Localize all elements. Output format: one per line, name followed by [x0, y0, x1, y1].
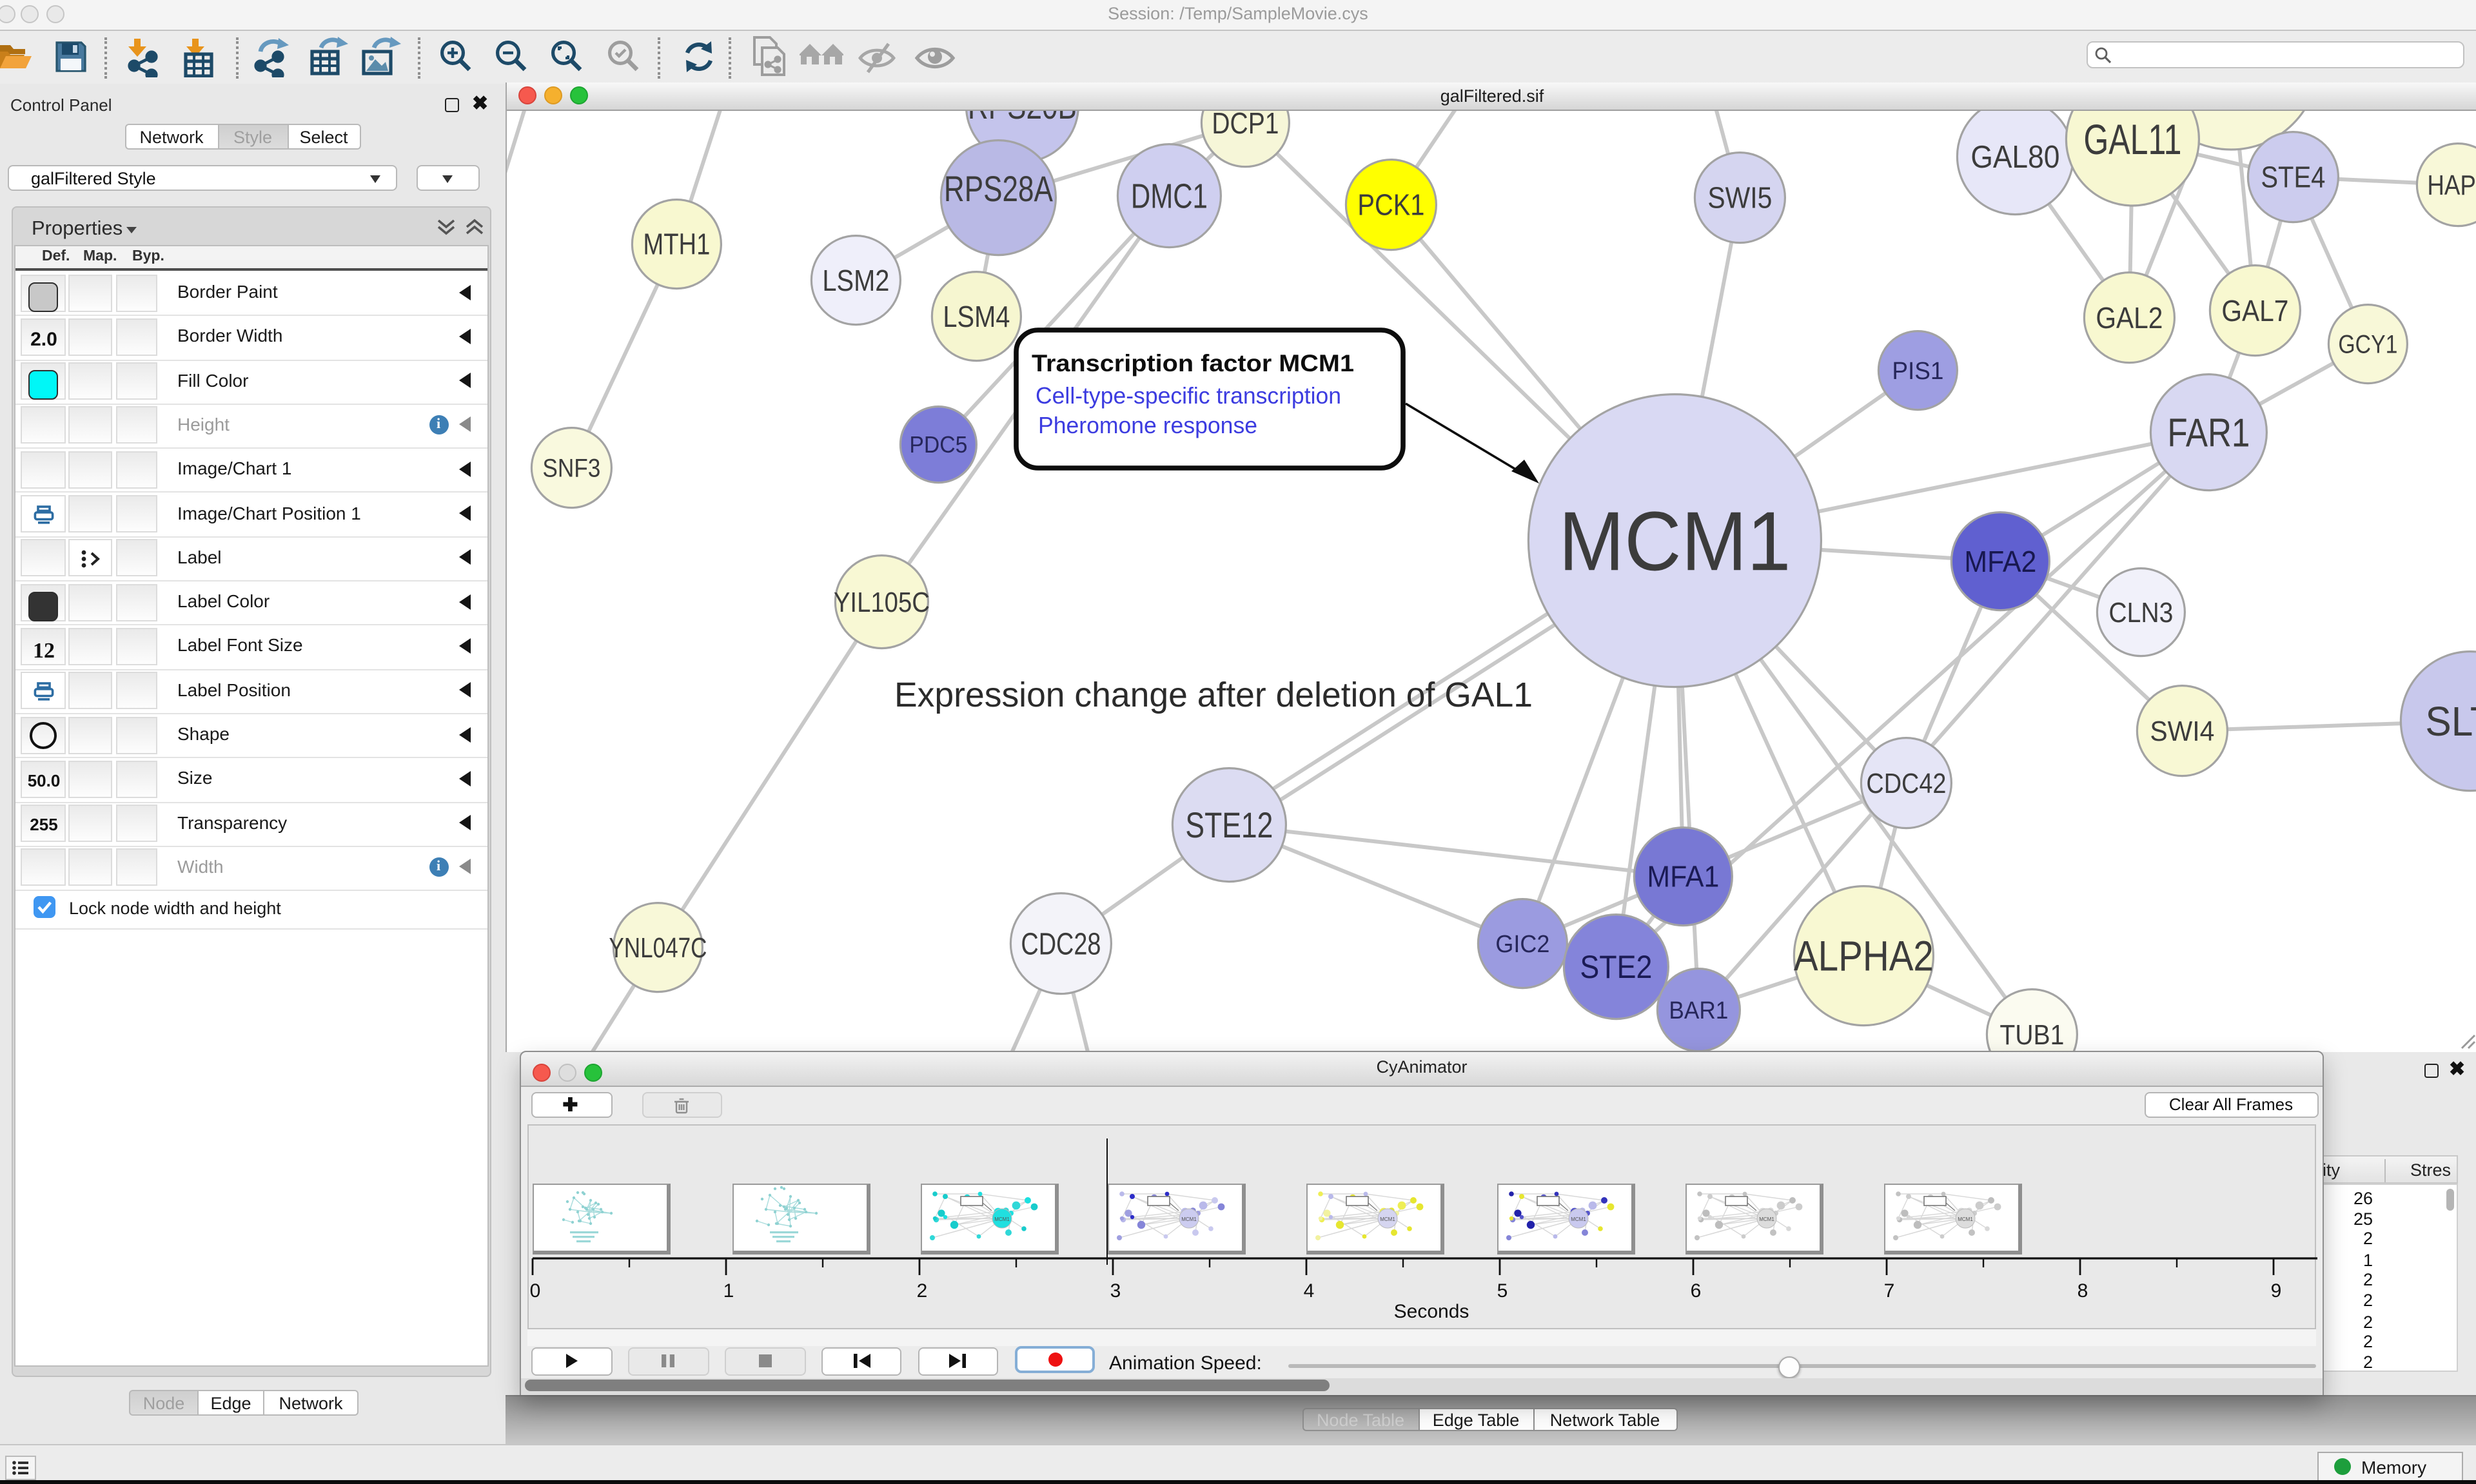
svg-text:STE12: STE12: [1185, 804, 1273, 845]
svg-text:9: 9: [2271, 1281, 2282, 1300]
svg-text:TUB1: TUB1: [1999, 1019, 2064, 1050]
svg-text:MCM1: MCM1: [1759, 1216, 1774, 1222]
svg-text:7: 7: [1884, 1281, 1895, 1300]
svg-text:PDC5: PDC5: [909, 431, 967, 457]
svg-text:RPS28A: RPS28A: [944, 168, 1054, 208]
svg-text:CDC42: CDC42: [1866, 767, 1946, 799]
svg-text:DMC1: DMC1: [1131, 176, 1208, 215]
svg-text:FAR1: FAR1: [2167, 410, 2250, 454]
svg-text:SWI4: SWI4: [2150, 715, 2214, 747]
svg-text:Expression change after deleti: Expression change after deletion of GAL1: [894, 675, 1533, 714]
svg-text:DCP1: DCP1: [1212, 110, 1279, 139]
svg-text:2: 2: [917, 1281, 928, 1300]
svg-text:STE2: STE2: [1580, 948, 1652, 984]
svg-text:5: 5: [1497, 1281, 1508, 1300]
svg-text:1: 1: [723, 1281, 734, 1300]
svg-text:Transcription factor MCM1: Transcription factor MCM1: [1032, 349, 1354, 376]
svg-text:MFA1: MFA1: [1647, 859, 1719, 893]
svg-text:0: 0: [530, 1281, 541, 1300]
svg-text:PIS1: PIS1: [1892, 357, 1943, 384]
svg-text:8: 8: [2078, 1281, 2088, 1300]
svg-text:MCM1: MCM1: [1181, 1216, 1196, 1222]
svg-text:LSM4: LSM4: [943, 299, 1010, 333]
svg-text:GAL11: GAL11: [2083, 115, 2181, 162]
svg-text:MCM1: MCM1: [1558, 493, 1791, 587]
svg-text:SNF3: SNF3: [542, 454, 600, 482]
svg-text:CLN3: CLN3: [2108, 596, 2173, 628]
svg-text:4: 4: [1304, 1281, 1315, 1300]
svg-text:Cell-type-specific transcripti: Cell-type-specific transcription: [1036, 382, 1341, 408]
svg-text:STE4: STE4: [2261, 160, 2325, 193]
svg-text:MCM1: MCM1: [1957, 1216, 1972, 1222]
svg-text:MCM1: MCM1: [1571, 1216, 1586, 1222]
svg-text:3: 3: [1110, 1281, 1121, 1300]
svg-text:GIC2: GIC2: [1495, 930, 1549, 957]
svg-text:MTH1: MTH1: [643, 227, 710, 260]
svg-text:ALPHA2: ALPHA2: [1794, 932, 1934, 979]
svg-text:SWI5: SWI5: [1707, 181, 1772, 214]
svg-text:YNL047C: YNL047C: [609, 932, 707, 963]
svg-text:GAL2: GAL2: [2096, 300, 2163, 334]
svg-text:HAP2: HAP2: [2427, 169, 2476, 200]
svg-text:RPS20B: RPS20B: [968, 110, 1077, 126]
svg-text:LSM2: LSM2: [822, 263, 889, 297]
svg-text:MFA2: MFA2: [1964, 544, 2036, 578]
svg-text:GCY1: GCY1: [2338, 330, 2397, 358]
svg-text:CDC28: CDC28: [1021, 926, 1101, 961]
svg-text:GAL80: GAL80: [1970, 139, 2059, 174]
svg-text:MCM1: MCM1: [994, 1216, 1010, 1222]
svg-text:MCM1: MCM1: [1379, 1216, 1395, 1222]
svg-text:Pheromone response: Pheromone response: [1038, 411, 1257, 438]
svg-text:6: 6: [1691, 1281, 1702, 1300]
svg-text:SLT2: SLT2: [2425, 698, 2476, 744]
svg-text:PCK1: PCK1: [1357, 188, 1424, 221]
svg-text:GAL7: GAL7: [2221, 293, 2288, 327]
svg-text:BAR1: BAR1: [1669, 997, 1728, 1024]
svg-text:YIL105C: YIL105C: [834, 586, 930, 618]
